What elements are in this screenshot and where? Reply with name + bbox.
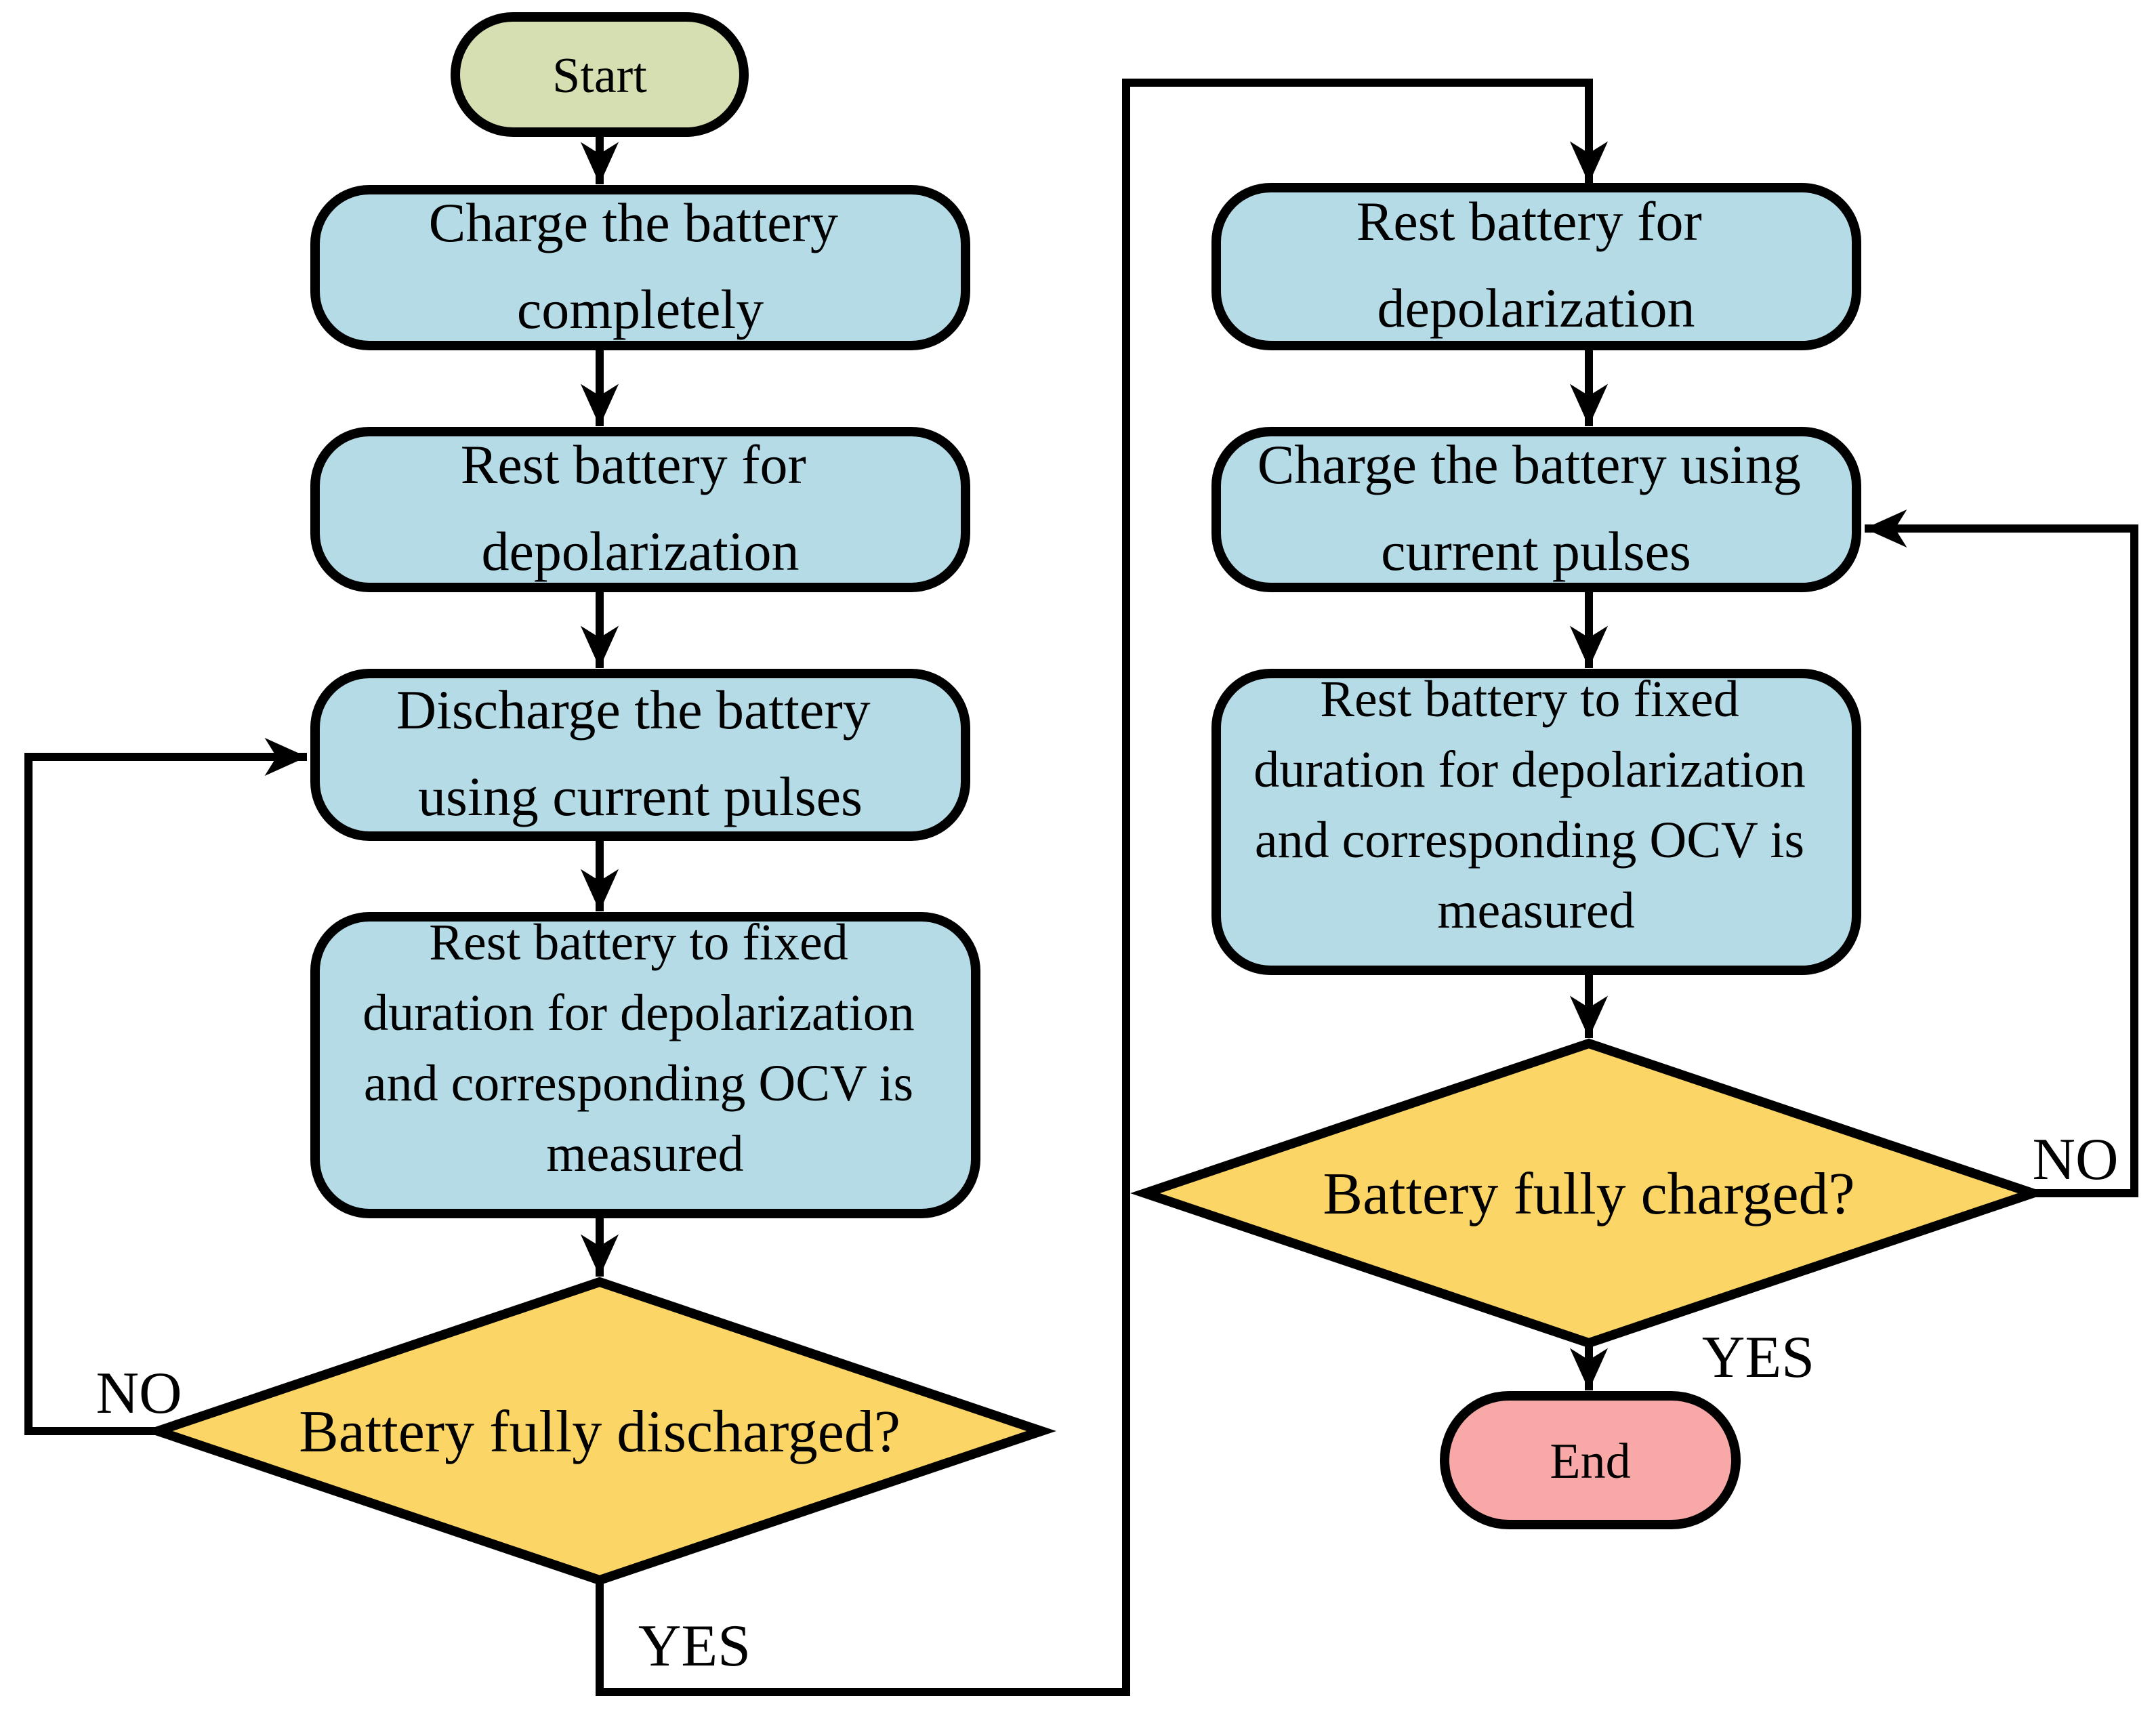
end-label: End bbox=[1550, 1434, 1630, 1489]
rest-depolarization-left-line2: depolarization bbox=[481, 520, 799, 582]
fully-discharged-shape bbox=[143, 1277, 1056, 1586]
discharge-pulses-label: Discharge the battery using current puls… bbox=[396, 679, 884, 827]
edge-label-no-right: NO bbox=[2032, 1127, 2118, 1193]
rest-depolarization-right-line2: depolarization bbox=[1377, 277, 1695, 339]
charge-pulses-shape bbox=[1211, 427, 1861, 592]
edge-no-loop-left bbox=[24, 737, 307, 1435]
node-rest-fixed-right: Rest battery to fixed duration for depol… bbox=[1211, 669, 1861, 975]
node-fully-charged: Battery fully charged? bbox=[1130, 1038, 2048, 1348]
charge-completely-line2: completely bbox=[517, 278, 764, 340]
charge-completely-shape bbox=[310, 185, 970, 350]
node-rest-fixed-left: Rest battery to fixed duration for depol… bbox=[310, 912, 980, 1218]
edges bbox=[24, 79, 2138, 1696]
fully-discharged-label: Battery fully discharged? bbox=[299, 1399, 900, 1465]
rest-fixed-right-line2: duration for depolarization bbox=[1253, 741, 1806, 798]
rest-fixed-right-line4: measured bbox=[1437, 882, 1634, 939]
edge-label-yes-right: YES bbox=[1702, 1325, 1815, 1390]
node-rest-depolarization-left: Rest battery for depolarization bbox=[310, 427, 970, 592]
edge-label-no-left: NO bbox=[96, 1361, 182, 1426]
start-shape bbox=[451, 12, 749, 137]
node-discharge-pulses: Discharge the battery using current puls… bbox=[310, 669, 970, 841]
rest-fixed-left-line4: measured bbox=[546, 1125, 743, 1182]
node-fully-discharged: Battery fully discharged? bbox=[143, 1277, 1056, 1586]
rest-fixed-right-line1: Rest battery to fixed bbox=[1320, 671, 1739, 728]
rest-fixed-left-shape bbox=[310, 912, 980, 1218]
node-charge-completely: Charge the battery completely bbox=[310, 185, 970, 350]
node-start: Start bbox=[451, 12, 749, 137]
rest-depolarization-right-shape bbox=[1211, 183, 1861, 350]
rest-fixed-left-line3: and corresponding OCV is bbox=[364, 1055, 913, 1112]
node-rest-depolarization-right: Rest battery for depolarization bbox=[1211, 183, 1861, 350]
rest-depolarization-left-label: Rest battery for depolarization bbox=[461, 434, 821, 582]
rest-fixed-left-line2: duration for depolarization bbox=[362, 985, 915, 1041]
end-shape bbox=[1440, 1391, 1741, 1529]
edge-no-loop-right bbox=[1865, 509, 2138, 1197]
rest-depolarization-right-label: Rest battery for depolarization bbox=[1356, 190, 1716, 339]
node-charge-pulses: Charge the battery using current pulses bbox=[1211, 427, 1861, 592]
charge-pulses-line2: current pulses bbox=[1381, 520, 1691, 582]
rest-depolarization-left-line1: Rest battery for bbox=[461, 434, 806, 495]
edge-yes-left-to-right-column bbox=[596, 79, 1609, 1696]
rest-depolarization-left-shape bbox=[310, 427, 970, 592]
charge-pulses-label: Charge the battery using current pulses bbox=[1258, 434, 1815, 582]
rest-fixed-left-line1: Rest battery to fixed bbox=[429, 914, 848, 971]
rest-fixed-right-shape bbox=[1211, 669, 1861, 975]
discharge-pulses-line1: Discharge the battery bbox=[396, 679, 871, 741]
rest-fixed-left-label: Rest battery to fixed duration for depol… bbox=[362, 914, 928, 1182]
rest-fixed-right-label: Rest battery to fixed duration for depol… bbox=[1253, 671, 1819, 939]
edge-label-yes-left: YES bbox=[638, 1613, 751, 1679]
fully-charged-label: Battery fully charged? bbox=[1323, 1161, 1854, 1227]
fully-charged-shape bbox=[1130, 1038, 2048, 1348]
charge-pulses-line1: Charge the battery using bbox=[1258, 434, 1801, 495]
rest-fixed-right-line3: and corresponding OCV is bbox=[1255, 812, 1804, 869]
rest-depolarization-right-line1: Rest battery for bbox=[1356, 190, 1702, 252]
charge-completely-line1: Charge the battery bbox=[429, 192, 838, 253]
charge-completely-label: Charge the battery completely bbox=[429, 192, 852, 340]
discharge-pulses-line2: using current pulses bbox=[418, 766, 863, 827]
node-end: End bbox=[1440, 1391, 1741, 1529]
start-label: Start bbox=[552, 48, 647, 104]
discharge-pulses-shape bbox=[310, 669, 970, 841]
